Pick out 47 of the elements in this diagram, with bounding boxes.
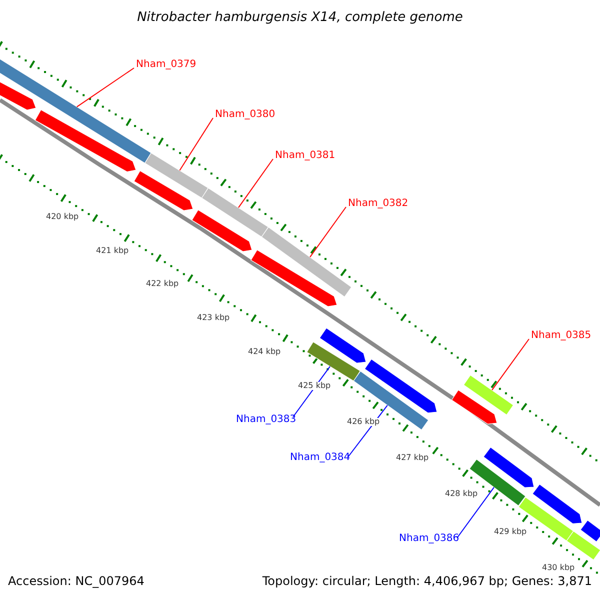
scale-label: 427 kbp: [395, 454, 430, 462]
scale-label: 425 kbp: [297, 382, 332, 390]
scale-label: 422 kbp: [145, 280, 180, 288]
gene-label: Nham_0382: [348, 199, 408, 209]
leader-line: [179, 118, 214, 171]
gene-label: Nham_0383: [236, 415, 296, 425]
gene-bar: [134, 170, 194, 211]
gene-label: Nham_0381: [275, 151, 336, 161]
gene-bar: [364, 358, 438, 414]
gene-label: Nham_0384: [290, 453, 350, 463]
gene-bar: [482, 446, 534, 488]
genome-info-text: Topology: circular; Length: 4,406,967 bp; Genes: 3,871: [262, 575, 592, 587]
gene-bar: [0, 80, 36, 110]
scale-label: 430 kbp: [541, 564, 576, 572]
scale-label: 424 kbp: [247, 348, 282, 356]
gene-bar: [319, 328, 366, 364]
gene-label: Nham_0385: [531, 331, 592, 341]
title: Nitrobacter hamburgensis X14, complete genome: [137, 11, 463, 24]
gene-label: Nham_0379: [136, 60, 196, 70]
gene-bar: [580, 520, 600, 542]
gene-bar: [144, 152, 209, 199]
leader-line: [310, 206, 346, 258]
leader-line: [292, 366, 330, 418]
scale-label: 421 kbp: [95, 247, 130, 255]
accession-text: Accession: NC_007964: [8, 575, 144, 587]
gene-bar: [201, 188, 269, 238]
gene-label: Nham_0380: [215, 110, 276, 120]
gene-bar: [34, 109, 136, 172]
leader-line: [456, 486, 494, 538]
gene-bar: [566, 530, 600, 560]
gene-bar: [451, 390, 498, 424]
leader-line: [348, 404, 388, 458]
gene-bar: [250, 249, 338, 307]
scale-label: 428 kbp: [444, 490, 479, 498]
gene-bar: [463, 374, 514, 416]
gene-bar: [532, 484, 582, 524]
scale-label: 429 kbp: [493, 528, 528, 536]
scale-label: 426 kbp: [346, 418, 381, 426]
scale-label: 423 kbp: [196, 314, 231, 322]
leader-line: [76, 68, 134, 108]
leader-line: [238, 158, 274, 208]
leader-line: [492, 338, 530, 391]
scale-label: 420 kbp: [45, 213, 80, 221]
gene-bar: [261, 226, 352, 298]
gene-bar: [191, 209, 252, 252]
gene-bar: [306, 341, 361, 382]
gene-label: Nham_0386: [399, 534, 460, 544]
